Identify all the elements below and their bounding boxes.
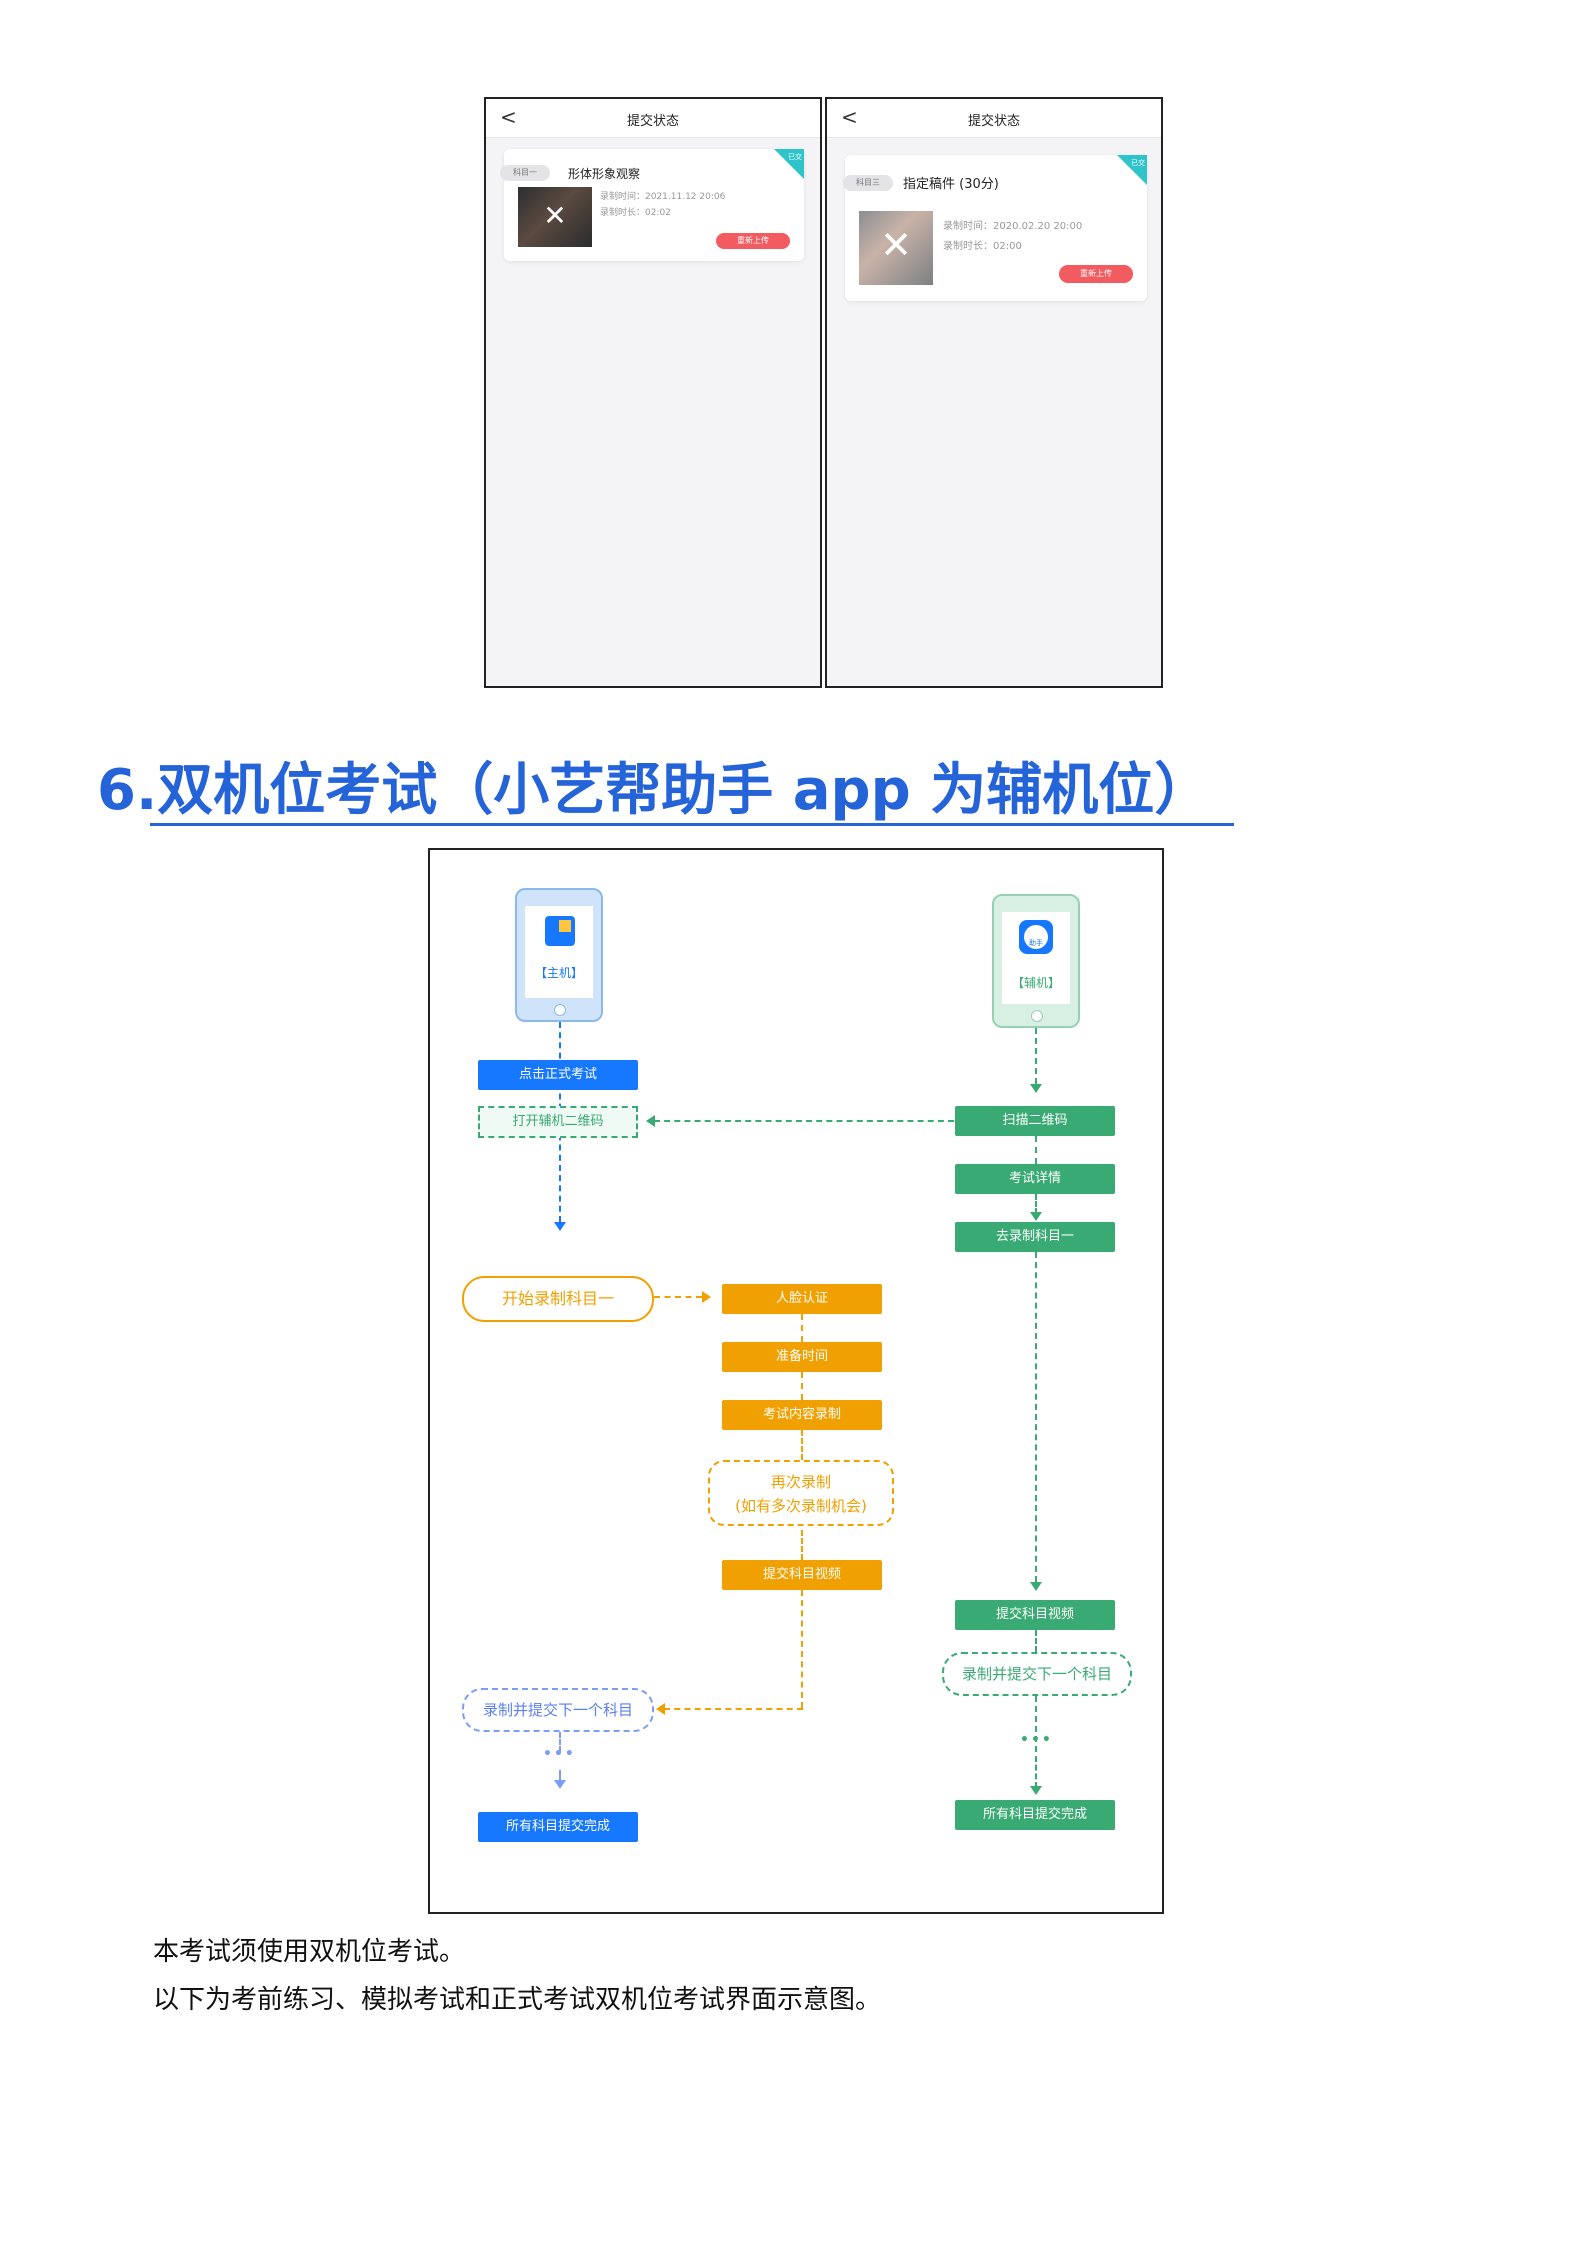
phone-screen: 【主机】 (525, 906, 593, 998)
main-device-label: 【主机】 (534, 966, 583, 980)
subject-card: 已交 科目三 指定稿件 (30分) ✕ 录制时间：2020.02.20 20:0… (843, 155, 1147, 301)
connector-line (801, 1430, 803, 1460)
section-heading: 6.双机位考试（小艺帮助手 app 为辅机位） (97, 756, 1210, 826)
aux-submit-video-step: 提交科目视频 (955, 1600, 1115, 1630)
connector-line (801, 1314, 803, 1342)
connector-line (654, 1296, 702, 1298)
record-content-step: 考试内容录制 (722, 1400, 882, 1430)
go-record-subject-one-step: 去录制科目一 (955, 1222, 1115, 1252)
arrow-down-icon (554, 1222, 566, 1231)
reupload-button[interactable]: 重新上传 (716, 233, 790, 249)
phone-header: < 提交状态 (486, 99, 820, 138)
aux-record-next-subject-step: 录制并提交下一个科目 (942, 1652, 1132, 1696)
back-arrow-icon[interactable]: < (500, 105, 517, 129)
rerecord-step: 再次录制 (如有多次录制机会) (708, 1460, 894, 1526)
body-line-2: 以下为考前练习、模拟考试和正式考试双机位考试界面示意图。 (153, 1985, 882, 2015)
submitted-corner-badge (1117, 155, 1147, 185)
arrow-left-icon (646, 1115, 655, 1127)
close-icon[interactable]: ✕ (880, 223, 912, 267)
connector-line (1035, 1630, 1037, 1652)
record-duration: 录制时长：02:02 (600, 208, 671, 218)
home-button-icon (1031, 1010, 1043, 1022)
main-device-phone: 【主机】 (515, 888, 603, 1022)
connector-line (1035, 1756, 1037, 1788)
scan-qr-step: 扫描二维码 (955, 1106, 1115, 1136)
corner-text: 已交 (788, 153, 802, 161)
subject-tag: 科目三 (843, 175, 893, 191)
phone-screen: 助手 【辅机】 (1002, 912, 1070, 1004)
video-thumbnail[interactable]: ✕ (859, 211, 933, 285)
app-logo-icon (545, 916, 575, 946)
assistant-app-icon: 助手 (1019, 920, 1053, 954)
subject-name: 形体形象观察 (568, 167, 641, 181)
record-time: 录制时间：2020.02.20 20:00 (943, 221, 1083, 232)
video-thumbnail[interactable]: ✕ (518, 187, 592, 247)
connector-line (559, 1732, 561, 1752)
aux-device-label: 【辅机】 (1011, 976, 1060, 990)
connector-line (801, 1530, 803, 1560)
dual-camera-flowchart: 【主机】 助手 【辅机】 点击正式考试 打开辅机二维码 开始录制科目一 扫描二维… (428, 848, 1164, 1914)
connector-line (801, 1372, 803, 1400)
connector-line (664, 1708, 803, 1710)
body-line-1: 本考试须使用双机位考试。 (153, 1937, 466, 1967)
connector-line (1035, 1136, 1037, 1164)
connector-line (1035, 1028, 1037, 1084)
submit-status-screen-left: < 提交状态 已交 科目一 形体形象观察 ✕ 录制时间：2021.11.12 2… (484, 97, 822, 688)
home-button-icon (554, 1004, 566, 1016)
face-auth-step: 人脸认证 (722, 1284, 882, 1314)
connector-line (1035, 1696, 1037, 1762)
subject-tag: 科目一 (500, 165, 550, 181)
continuation-dots: ••• (543, 1746, 576, 1762)
connector-line (1035, 1194, 1037, 1214)
subject-card: 已交 科目一 形体形象观察 ✕ 录制时间：2021.11.12 20:06 录制… (500, 149, 804, 261)
section-number: 6. (97, 758, 158, 823)
start-record-subject-one-step: 开始录制科目一 (462, 1276, 654, 1322)
heading-underline (150, 823, 1234, 826)
click-formal-exam-step: 点击正式考试 (478, 1060, 638, 1090)
rerecord-note: (如有多次录制机会) (735, 1497, 867, 1515)
aux-device-phone: 助手 【辅机】 (992, 894, 1080, 1028)
arrow-left-icon (656, 1703, 665, 1715)
rerecord-label: 再次录制 (770, 1473, 831, 1491)
record-time: 录制时间：2021.11.12 20:06 (600, 192, 726, 202)
reupload-button[interactable]: 重新上传 (1059, 265, 1133, 283)
arrow-down-icon (1030, 1582, 1042, 1591)
main-all-submitted-step: 所有科目提交完成 (478, 1812, 638, 1842)
main-submit-video-step: 提交科目视频 (722, 1560, 882, 1590)
back-arrow-icon[interactable]: < (841, 105, 858, 129)
submitted-corner-badge (774, 149, 804, 179)
connector-line (1035, 1252, 1037, 1582)
arrow-right-icon (702, 1291, 711, 1303)
phone-header: < 提交状态 (827, 99, 1161, 138)
prep-time-step: 准备时间 (722, 1342, 882, 1372)
corner-text: 已交 (1131, 159, 1145, 167)
connector-line (559, 1770, 561, 1780)
close-icon[interactable]: ✕ (543, 199, 567, 232)
continuation-dots: ••• (1020, 1732, 1053, 1748)
section-title: 双机位考试（小艺帮助手 app 为辅机位） (157, 758, 1211, 823)
phone-title: 提交状态 (967, 114, 1020, 129)
assistant-icon-text: 助手 (1029, 939, 1043, 947)
arrow-down-icon (554, 1780, 566, 1789)
connector-line (654, 1120, 954, 1122)
record-duration: 录制时长：02:00 (943, 241, 1022, 252)
exam-detail-step: 考试详情 (955, 1164, 1115, 1194)
subject-name: 指定稿件 (30分) (903, 177, 999, 192)
arrow-down-icon (1030, 1084, 1042, 1093)
submit-status-screen-right: < 提交状态 已交 科目三 指定稿件 (30分) ✕ 录制时间：2020.02.… (825, 97, 1163, 688)
aux-all-submitted-step: 所有科目提交完成 (955, 1800, 1115, 1830)
open-aux-qr-step: 打开辅机二维码 (478, 1106, 638, 1138)
main-record-next-subject-step: 录制并提交下一个科目 (462, 1688, 654, 1732)
phone-title: 提交状态 (626, 114, 679, 129)
connector-line (801, 1590, 803, 1708)
arrow-down-icon (1030, 1212, 1042, 1221)
arrow-down-icon (1030, 1786, 1042, 1795)
